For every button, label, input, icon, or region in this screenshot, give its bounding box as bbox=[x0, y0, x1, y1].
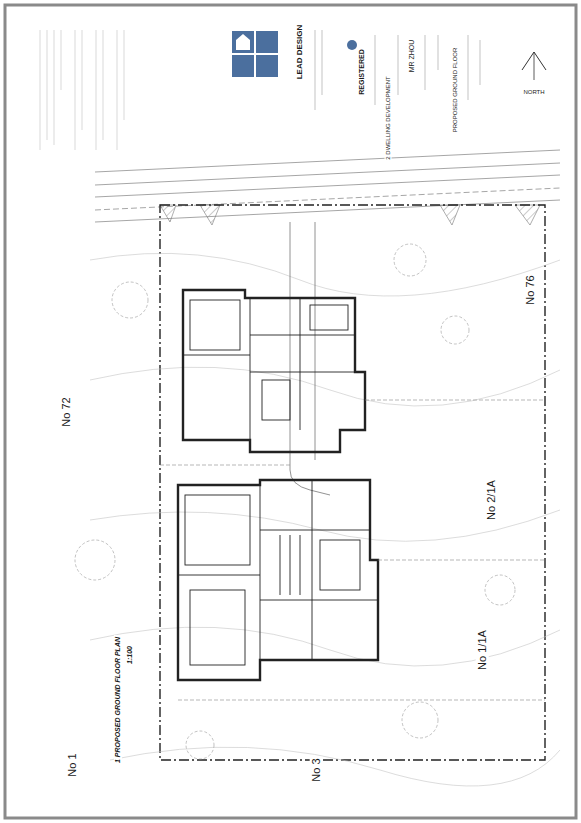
neighbour-label: No 3 bbox=[310, 756, 323, 783]
logo bbox=[232, 31, 278, 77]
dwelling-2 bbox=[178, 480, 378, 680]
client-name: MR ZHOU bbox=[408, 38, 416, 75]
contours bbox=[90, 253, 560, 786]
drawing-title: PROPOSED GROUND FLOOR bbox=[452, 46, 459, 135]
north-label: NORTH bbox=[521, 89, 546, 96]
street bbox=[95, 150, 560, 222]
plan-scale: 1:100 bbox=[126, 644, 134, 666]
open-space bbox=[160, 400, 545, 700]
registered-mark bbox=[347, 40, 357, 50]
project-name: 2 DWELLING DEVELOPMENT bbox=[385, 74, 392, 161]
schedule-notes bbox=[40, 30, 124, 150]
sheet-frame bbox=[5, 5, 576, 818]
trees bbox=[75, 244, 515, 759]
registration-mark: REGISTERED bbox=[358, 47, 366, 97]
neighbour-label: No 1/1A bbox=[476, 628, 489, 672]
neighbour-label: No 2/1A bbox=[485, 478, 498, 522]
plan-title: 1 PROPOSED GROUND FLOOR PLAN bbox=[114, 635, 122, 765]
neighbour-label: No 1 bbox=[66, 751, 79, 778]
site-boundary bbox=[160, 205, 545, 760]
firm-name: LEAD DESIGN bbox=[295, 23, 304, 82]
driveway bbox=[290, 222, 330, 495]
neighbour-label: No 72 bbox=[60, 395, 73, 428]
dwelling-1 bbox=[183, 290, 365, 452]
neighbour-label: No 76 bbox=[524, 273, 537, 306]
